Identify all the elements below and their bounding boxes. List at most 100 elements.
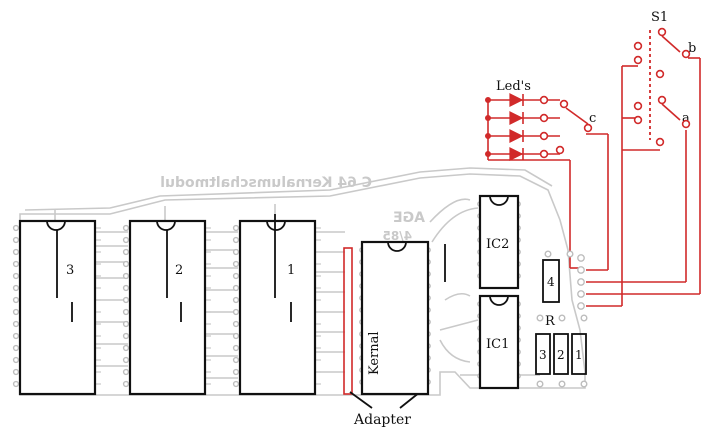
chip-2-label: 2 [175, 263, 183, 278]
kernal-label: Kernal [367, 331, 382, 375]
switch-contact [657, 95, 667, 105]
pin-pad [122, 260, 130, 268]
resistor-3 [535, 333, 551, 375]
led-node [485, 133, 492, 140]
switch-c: c [565, 107, 609, 271]
connector-pad [558, 380, 566, 388]
chip-kernal: Kernal [360, 240, 430, 396]
switch-s1-label: S1 [651, 10, 668, 25]
pcb-traces [19, 167, 586, 396]
mirrored-board-text: C 64 Kernalumschaltmodul AGE 4/85 [160, 175, 425, 243]
resistor-3-label: 3 [539, 348, 547, 362]
pin-pad [122, 356, 130, 364]
led-contact [539, 131, 549, 141]
switch-contact [681, 49, 691, 59]
connector-pad [566, 250, 574, 258]
pin-pad [122, 236, 130, 244]
pin-pad [12, 248, 20, 256]
switch-contact [555, 145, 565, 155]
pin-pad [12, 308, 20, 316]
connector-pad [577, 290, 585, 298]
pin-pad [232, 344, 240, 352]
pin-pad [232, 356, 240, 364]
led-diode-icon [509, 147, 524, 161]
pin-pad [12, 296, 20, 304]
chip-1-label: 1 [287, 263, 295, 278]
pin-pad [12, 344, 20, 352]
led-diode-icon [509, 129, 524, 143]
led-rows [485, 93, 593, 161]
s1-contacts [633, 27, 691, 147]
led-bank: Led's [487, 79, 580, 269]
ic2-label: IC2 [486, 237, 509, 252]
pin-pad [122, 344, 130, 352]
chip-3: 3 [18, 219, 97, 396]
pin-pad [12, 224, 20, 232]
led-node [485, 114, 492, 121]
pin-pad [122, 380, 130, 388]
pin-pad [122, 248, 130, 256]
connector-pad [577, 254, 585, 262]
leds-label: Led's [496, 79, 531, 94]
pin-pad [232, 224, 240, 232]
switch-contact [633, 101, 643, 111]
pin-pad [232, 380, 240, 388]
switch-contact [633, 55, 643, 65]
connector-pad [536, 380, 544, 388]
led-node [485, 96, 492, 103]
pin-pad [122, 224, 130, 232]
led-contact [539, 113, 549, 123]
connector-pad [577, 278, 585, 286]
connector-pad [577, 266, 585, 274]
pin-pad [232, 368, 240, 376]
pin-pad [12, 236, 20, 244]
pin-pad [122, 284, 130, 292]
connector-pad [580, 314, 588, 322]
switch-contact [657, 27, 667, 37]
switch-contact [655, 69, 665, 79]
pin-pad [232, 236, 240, 244]
pin-pad [232, 260, 240, 268]
switch-s1: S1 b a [586, 10, 701, 307]
chip-3-label: 3 [66, 263, 74, 278]
connector-pad [580, 380, 588, 388]
pin-pad [122, 296, 130, 304]
resistor-2 [553, 333, 569, 375]
resistor-group-label: R [545, 314, 556, 329]
ic1-label: IC1 [486, 337, 509, 352]
pin-pad [12, 272, 20, 280]
switch-contact [633, 115, 643, 125]
pin-pad [232, 332, 240, 340]
pin-pad [122, 320, 130, 328]
resistor-2-label: 2 [557, 348, 565, 362]
led-diode-icon [509, 93, 524, 107]
pin-pad [232, 320, 240, 328]
resistor-4 [542, 259, 560, 303]
switch-contact [655, 137, 665, 147]
led-contact [539, 149, 549, 159]
pin-pad [122, 272, 130, 280]
pin-pad [12, 284, 20, 292]
pin-pad [122, 332, 130, 340]
pin-pad [12, 320, 20, 328]
pin-pad [232, 284, 240, 292]
pin-pad [232, 272, 240, 280]
pin-pad [12, 368, 20, 376]
switch-c-label: c [589, 111, 596, 126]
switch-b-label: b [688, 41, 696, 56]
resistor-1-label: 1 [575, 348, 583, 362]
pin-pad [122, 308, 130, 316]
pin-pad [12, 356, 20, 364]
chip-2: 2 [128, 219, 207, 396]
switch-a-label: a [682, 111, 690, 126]
led-diode-icon [509, 111, 524, 125]
pin-pad [232, 308, 240, 316]
pin-pad [232, 296, 240, 304]
board-title: C 64 Kernalumschaltmodul [160, 175, 372, 191]
chip-ic1: IC1 [478, 294, 520, 390]
connector-pad [544, 250, 552, 258]
connector-pads [536, 250, 588, 388]
resistor-1 [571, 333, 587, 375]
resistor-4-label: 4 [547, 275, 555, 289]
adapter-label: Adapter [353, 412, 411, 428]
